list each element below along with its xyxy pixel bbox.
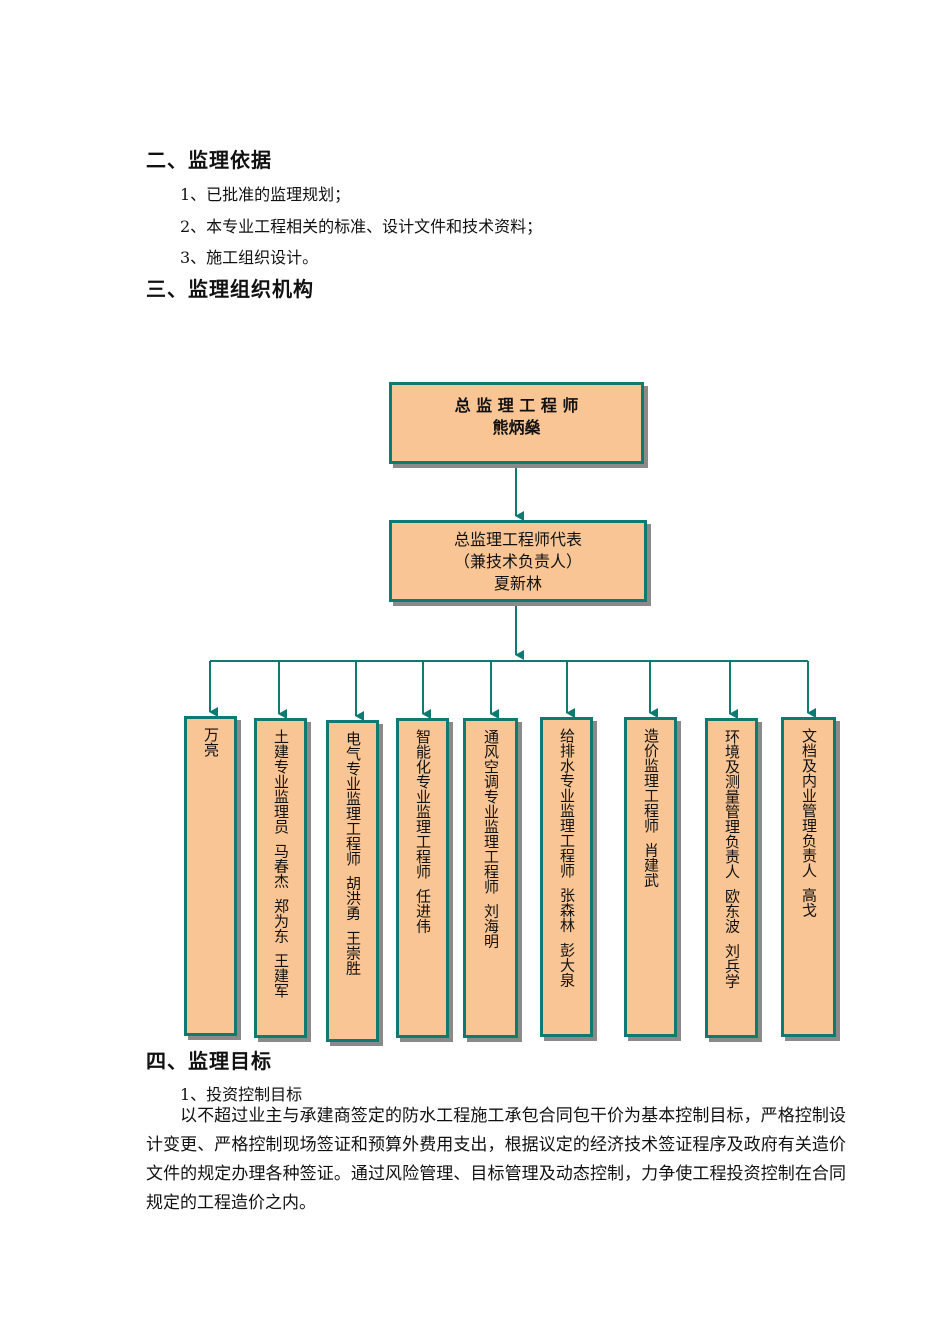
basis-item-3: 3、施工组织设计。 [180, 248, 319, 267]
chief-engineer-title: 总 监 理 工 程 师 [454, 396, 579, 415]
objective-sub-investment: 1、投资控制目标 [180, 1085, 303, 1104]
branch-box-1: 万亮 [184, 716, 237, 1036]
branch-text-electrical: 电气专业监理工程师 胡洪勇 王崇胜 [344, 731, 362, 976]
deputy-name: 夏新林 [493, 574, 542, 593]
branch-box-cost: 造价监理工程师 肖建武 [624, 717, 677, 1037]
section-heading-organization: 三、监理组织机构 [146, 277, 314, 301]
branch-box-electrical: 电气专业监理工程师 胡洪勇 王崇胜 [326, 720, 379, 1042]
branch-text-intelligent: 智能化专业监理工程师 任进伟 [414, 729, 432, 934]
basis-item-2: 2、本专业工程相关的标准、设计文件和技术资料； [180, 217, 543, 236]
branch-box-intelligent: 智能化专业监理工程师 任进伟 [396, 718, 449, 1038]
branch-text-civil: 土建专业监理员 马春杰 郑为东 王建军 [272, 729, 290, 998]
investment-paragraph: 以不超过业主与承建商签定的防水工程施工承包合同包干价为基本控制目标，严格控制设计… [146, 1106, 846, 1213]
branch-text-cost: 造价监理工程师 肖建武 [642, 728, 660, 888]
basis-item-1: 1、已批准的监理规划； [180, 185, 351, 204]
deputy-engineer-box: 总监理工程师代表 （兼技术负责人） 夏新林 [389, 520, 647, 602]
branch-box-environment: 环境及测量管理负责人 欧东波 刘兵学 [705, 718, 758, 1038]
deputy-title: 总监理工程师代表 [453, 530, 582, 549]
branch-text-environment: 环境及测量管理负责人 欧东波 刘兵学 [723, 729, 741, 989]
section-heading-basis: 二、监理依据 [146, 148, 272, 172]
chief-engineer-name: 熊炳燊 [492, 418, 541, 437]
section-heading-objectives: 四、监理目标 [146, 1049, 272, 1073]
branch-box-hvac: 通风空调专业监理工程师 刘海明 [463, 718, 518, 1038]
branch-box-plumbing: 给排水专业监理工程师 张森林 彭大泉 [540, 717, 593, 1037]
branch-text-plumbing: 给排水专业监理工程师 张森林 彭大泉 [558, 728, 576, 988]
branch-text-hvac: 通风空调专业监理工程师 刘海明 [482, 729, 500, 949]
branch-box-documents: 文档及内业管理负责人 高戈 [781, 717, 836, 1037]
branch-text-1: 万亮 [202, 727, 220, 757]
branch-text-documents: 文档及内业管理负责人 高戈 [800, 728, 818, 918]
branch-box-civil: 土建专业监理员 马春杰 郑为东 王建军 [254, 718, 307, 1038]
chief-engineer-box: 总 监 理 工 程 师 熊炳燊 [389, 382, 644, 464]
deputy-subtitle: （兼技术负责人） [453, 552, 582, 571]
